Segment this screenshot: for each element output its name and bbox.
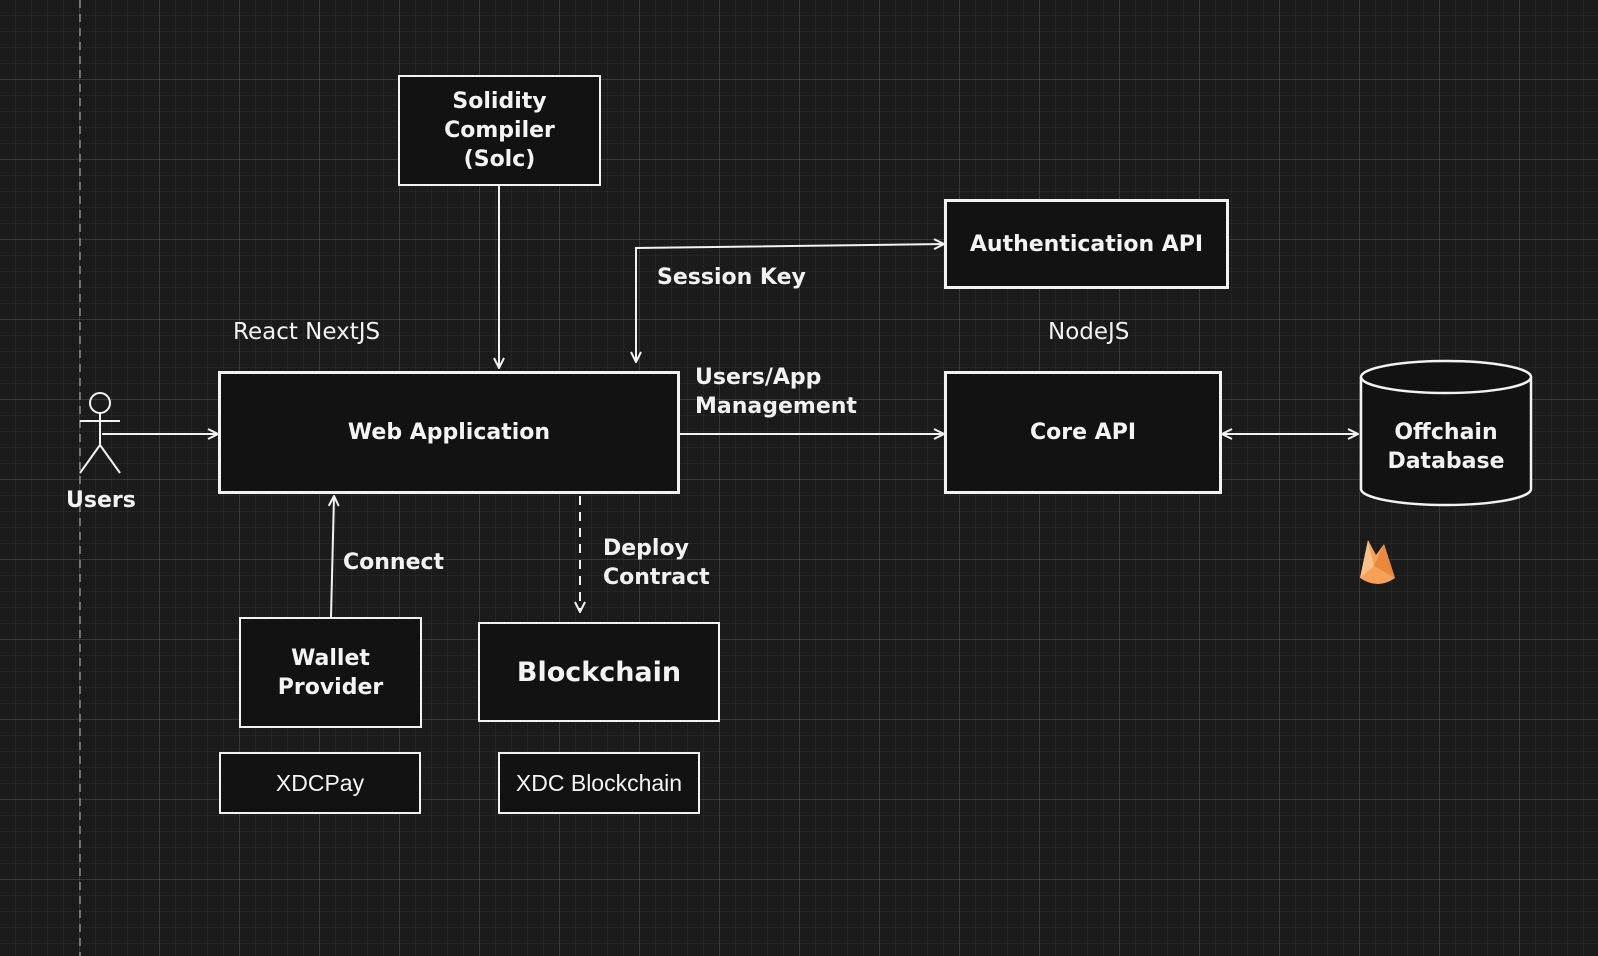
authentication-api-label: Authentication API xyxy=(969,231,1204,257)
xdc-blockchain-label: XDC Blockchain xyxy=(515,769,683,796)
database-cylinder-shape xyxy=(1359,359,1533,507)
authentication-api-node[interactable]: Authentication API xyxy=(944,199,1229,289)
wallet-provider-label: Wallet Provider xyxy=(277,645,384,700)
firebase-icon xyxy=(1360,540,1395,584)
stick-figure-icon xyxy=(79,392,121,474)
edge-wallet-to-webapp xyxy=(331,496,334,618)
connect-label: Connect xyxy=(343,550,445,575)
blockchain-node[interactable]: Blockchain xyxy=(478,622,720,722)
blockchain-label: Blockchain xyxy=(516,656,682,688)
xdcpay-label: XDCPay xyxy=(275,769,365,796)
session-key-label: Session Key xyxy=(657,265,806,290)
users-label: Users xyxy=(66,488,136,513)
solidity-compiler-node[interactable]: Solidity Compiler (Solc) xyxy=(398,75,601,186)
offchain-database-label: Offchain Database xyxy=(1387,420,1505,474)
xdc-blockchain-box[interactable]: XDC Blockchain xyxy=(498,752,700,814)
solidity-compiler-label: Solidity Compiler (Solc) xyxy=(444,89,555,172)
core-api-node[interactable]: Core API xyxy=(944,371,1222,494)
users-app-management-label: Users/App Management xyxy=(695,365,857,419)
xdcpay-box[interactable]: XDCPay xyxy=(219,752,421,814)
web-application-label: Web Application xyxy=(347,420,551,445)
edge-session-key xyxy=(636,244,944,362)
nodejs-label: NodeJS xyxy=(1048,319,1130,345)
wallet-provider-node[interactable]: Wallet Provider xyxy=(239,617,422,728)
core-api-label: Core API xyxy=(1029,420,1137,445)
web-application-node[interactable]: Web Application xyxy=(218,371,680,494)
react-nextjs-label: React NextJS xyxy=(233,319,381,345)
deploy-contract-label: Deploy Contract xyxy=(603,536,710,590)
